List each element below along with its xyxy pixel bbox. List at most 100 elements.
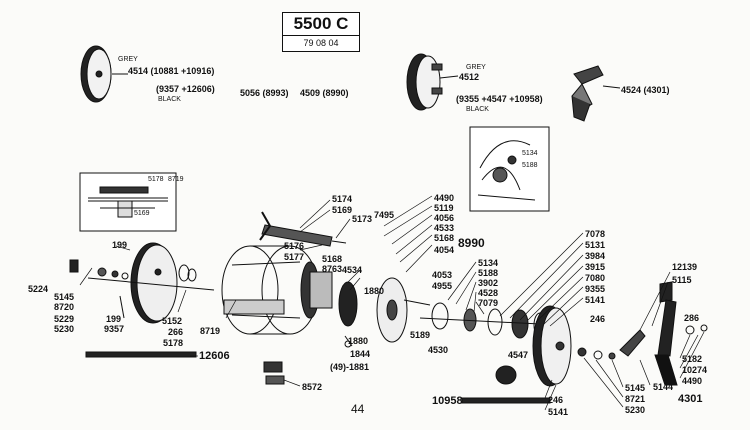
handle-main: [654, 281, 708, 386]
part-label: 7079: [478, 298, 499, 308]
part-label: 7495: [374, 210, 395, 220]
part-label: 5168: [434, 233, 455, 243]
part-label: 4530: [428, 345, 449, 355]
part-label: 5178: [163, 338, 184, 348]
part-label: 266: [168, 327, 184, 337]
part-label: 199: [106, 314, 122, 324]
part-label: 4053: [432, 270, 453, 280]
part-label: 5134: [478, 258, 499, 268]
part-label: 8572: [302, 382, 323, 392]
rod-10958: [461, 397, 551, 404]
part-label: 5131: [585, 240, 606, 250]
part-label: 1880: [348, 336, 369, 346]
part-label: 5178: [148, 176, 164, 183]
part-label: 4534: [342, 265, 363, 275]
part-label: 4512: [459, 72, 480, 82]
part-label: 5176: [284, 241, 305, 251]
part-label: 8721: [625, 394, 646, 404]
part-label: 5174: [332, 194, 353, 204]
right-sideplate: [532, 305, 572, 387]
part-label: (9355 +4547 +10958): [456, 94, 543, 104]
label-grey-left: GREY: [118, 56, 138, 63]
part-label: 1880: [364, 286, 385, 296]
label-black-right: BLACK: [466, 106, 489, 113]
side-plate-right-top: [406, 53, 459, 111]
side-plate-left-top: [80, 45, 128, 103]
part-label: 5173: [352, 214, 373, 224]
part-label: 8990: [458, 236, 485, 250]
handle-top-right: [571, 65, 621, 122]
part-label: 12139: [672, 262, 698, 272]
part-label: 1844: [350, 349, 371, 359]
part-label: 9355: [585, 284, 606, 294]
part-label: 3915: [585, 262, 606, 272]
inset-left-box: [79, 172, 177, 232]
part-label: 4301: [678, 393, 703, 405]
part-label: 4490: [434, 193, 455, 203]
part-label: 7078: [585, 229, 606, 239]
part-label: 7080: [585, 273, 606, 283]
part-label: 10958: [432, 395, 463, 407]
part-label: (49)-1881: [330, 362, 370, 372]
part-label: 4547: [508, 350, 529, 360]
part-label: 5182: [682, 354, 703, 364]
part-label: 5230: [625, 405, 646, 415]
part-label: 12606: [199, 350, 230, 362]
part-label: 4955: [432, 281, 453, 291]
part-label: 5177: [284, 252, 305, 262]
part-label: 5224: [28, 284, 49, 294]
part-label: 4490: [682, 376, 703, 386]
model-title-box: 5500 C 79 08 04: [282, 12, 360, 52]
part-label: 10274: [682, 365, 708, 375]
part-label: 3984: [585, 251, 606, 261]
part-label: 5230: [54, 324, 75, 334]
part-label: 5115: [672, 275, 692, 285]
part-label: 5169: [332, 205, 353, 215]
part-label: 5056 (8993): [240, 88, 289, 98]
spool: [300, 261, 358, 327]
lower-small-parts: [263, 335, 353, 385]
part-label: 5141: [585, 295, 606, 305]
label-black-left: BLACK: [158, 96, 181, 103]
part-label: 246: [548, 395, 564, 405]
right-frame-plate: [376, 277, 431, 343]
inset-right-box: [469, 126, 550, 212]
part-label: 8719: [200, 326, 221, 336]
part-label: 8720: [54, 302, 75, 312]
part-label: 5152: [162, 316, 183, 326]
part-label: (9357 +12606): [156, 84, 215, 94]
part-label: 5229: [54, 314, 75, 324]
part-label: 5145: [54, 292, 75, 302]
part-label: 8763: [322, 264, 343, 274]
part-label: 5119: [434, 203, 454, 213]
part-label: 5169: [134, 210, 150, 217]
date-code: 79 08 04: [303, 38, 339, 48]
right-small-parts: [577, 329, 646, 360]
part-label: 199: [112, 240, 128, 250]
gear-train: [419, 302, 561, 339]
part-label: 5168: [322, 254, 343, 264]
main-sideplate-left: [87, 242, 215, 324]
part-label: 5144: [653, 382, 674, 392]
part-label: 246: [590, 314, 606, 324]
part-label: 4533: [434, 223, 455, 233]
part-label: 5141: [548, 407, 569, 417]
rod-12606: [85, 351, 197, 358]
part-label: 286: [684, 313, 700, 323]
part-label: 4514 (10881 +10916): [128, 66, 215, 76]
part-label: 4524 (4301): [621, 85, 670, 95]
page-number: 44: [351, 402, 365, 416]
part-label: 9357: [104, 324, 125, 334]
part-label: 5145: [625, 383, 646, 393]
part-label: 4509 (8990): [300, 88, 349, 98]
left-small-parts: [69, 259, 197, 319]
part-label: 8719: [168, 176, 184, 183]
label-grey-right: GREY: [466, 64, 486, 71]
part-label: 4054: [434, 245, 455, 255]
part-label: 5188: [522, 162, 538, 169]
part-label: 5189: [410, 330, 431, 340]
handle-knob: [495, 365, 517, 385]
levelwind-shaft: [259, 211, 347, 247]
